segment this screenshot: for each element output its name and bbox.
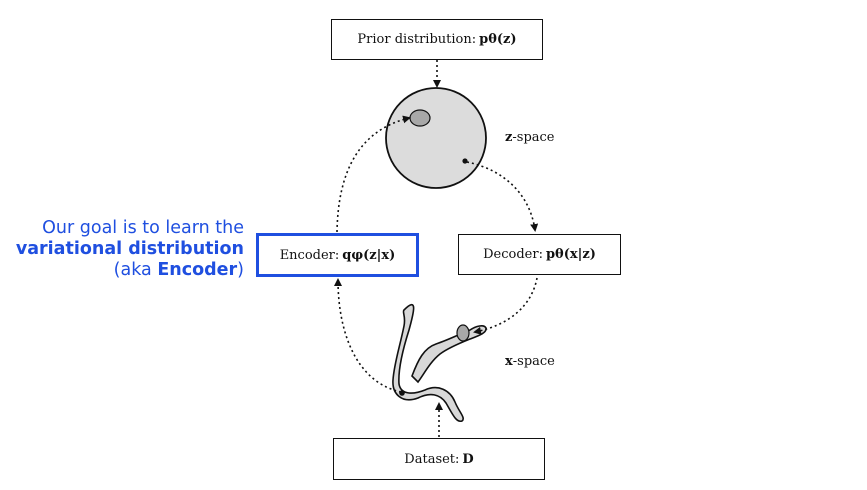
x-space-label-rest: -space [512,354,555,369]
annotation-line3-strong: Encoder [157,260,238,280]
annotation-line1: Our goal is to learn the [42,218,244,238]
dataset-box: Dataset: D [333,438,545,480]
arrow-zspace-to-decoder [466,161,539,232]
x-space-manifold-arm [411,325,487,384]
annotation-line2: variational distribution [15,239,244,259]
encoder-annotation: Our goal is to learn the variational dis… [16,218,244,281]
decoder-formula: pθ(x|z) [545,247,596,262]
z-sample-point [462,158,468,164]
dataset-formula: D [462,451,474,467]
x-space-label-bold: x [505,354,513,369]
encoder-label: Encoder: [279,247,340,263]
z-space-label: z-space [505,130,555,145]
prior-distribution-box: Prior distribution: pθ(z) [331,19,543,60]
z-posterior-blob [409,109,431,127]
decoder-label: Decoder: [483,247,543,262]
prior-label: Prior distribution: [357,32,477,47]
annotation-line3-pre: (aka [113,260,158,280]
encoder-formula: qφ(z|x) [342,247,396,263]
dataset-label: Dataset: [404,451,460,467]
decoder-box: Decoder: pθ(x|z) [458,234,621,275]
z-space-label-bold: z [505,130,513,145]
arrow-decoder-to-xspace [473,277,538,335]
arrow-encoder-to-zspace [336,115,411,233]
x-space-manifold [392,303,464,423]
annotation-line3: (aka Encoder) [16,260,244,281]
annotation-line3-post: ) [237,260,244,280]
prior-formula: pθ(z) [479,32,517,47]
z-space-sphere [385,87,487,189]
arrow-xspace-to-encoder [334,278,402,393]
z-space-label-rest: -space [512,130,555,145]
encoder-box: Encoder: qφ(z|x) [256,233,419,277]
x-space-label: x-space [505,354,555,369]
x-generated-blob [456,324,470,342]
